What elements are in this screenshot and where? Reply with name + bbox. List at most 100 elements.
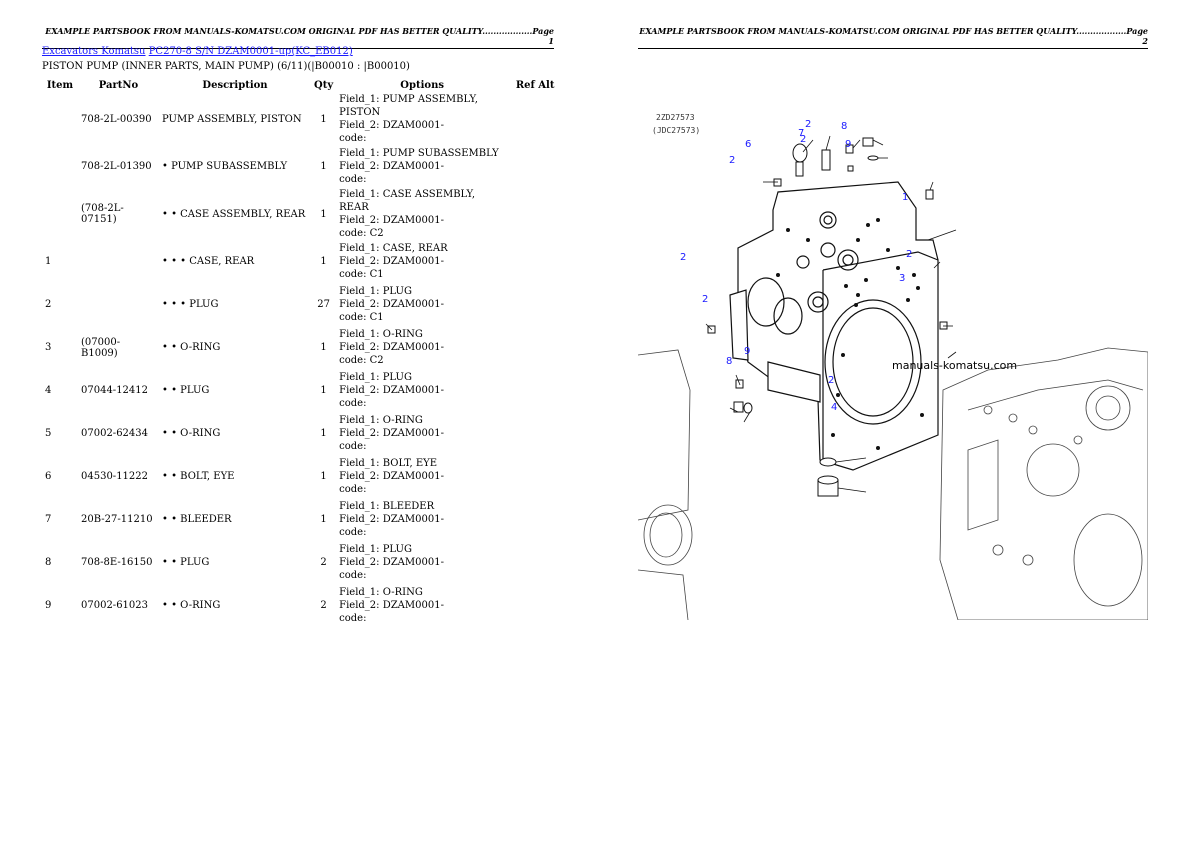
- item-cell: [42, 93, 78, 145]
- option-line: code: C2: [339, 355, 384, 366]
- qty-cell: 2: [320, 600, 327, 611]
- background-housing-right: [939, 347, 1148, 620]
- partno-cell: 708-2L-00390: [81, 113, 152, 125]
- callout-4: 4: [831, 402, 837, 413]
- col-header-qty: Qty: [314, 79, 334, 91]
- description-cell: • • O-RING: [162, 600, 221, 611]
- option-line: code:: [339, 570, 367, 581]
- option-line: Field_2: DZAM0001-: [339, 215, 444, 226]
- col-header-item: Item: [46, 79, 74, 91]
- option-line: Field_1: O-RING: [339, 329, 423, 340]
- qty-cell: 1: [320, 113, 327, 125]
- refalt-cell: [508, 584, 562, 627]
- callout-8: 8: [726, 356, 732, 367]
- description-cell: • • CASE ASSEMBLY, REAR: [162, 208, 306, 220]
- item-cell: 7: [45, 514, 52, 525]
- breadcrumb-link-excavators[interactable]: Excavators Komatsu: [42, 46, 146, 57]
- description-cell: PUMP ASSEMBLY, PISTON: [162, 113, 302, 125]
- refalt-cell: [508, 283, 562, 326]
- item-cell: 5: [45, 428, 52, 439]
- refalt-cell: [508, 240, 562, 283]
- col-header-options: Options: [400, 79, 444, 91]
- page-title: PISTON PUMP (INNER PARTS, MAIN PUMP) (6/…: [42, 61, 410, 72]
- partno-cell: 708-2L-01390: [81, 161, 152, 172]
- option-line: Field_2: DZAM0001-: [339, 385, 444, 396]
- partno-cell: [78, 283, 159, 326]
- callouts: 2 8 7 6 2 9 2 1 2 2 3 2 8 9 4 2: [680, 119, 912, 413]
- option-line: Field_2: DZAM0001-: [339, 120, 444, 131]
- refalt-cell: [508, 541, 562, 584]
- callout-1: 1: [902, 192, 908, 203]
- description-cell: • • • CASE, REAR: [162, 256, 255, 267]
- page-2-header: EXAMPLE PARTSBOOK FROM MANUALS-KOMATSU.C…: [638, 26, 1148, 49]
- partno-cell: 04530-11222: [81, 471, 149, 482]
- description-cell: • • BLEEDER: [162, 514, 232, 525]
- item-cell: 9: [45, 600, 52, 611]
- refalt-cell: [508, 188, 562, 240]
- options-cell: Field_1: O-RING Field_2: DZAM0001- code: C…: [336, 326, 508, 369]
- refalt-cell: [508, 369, 562, 412]
- partno-cell: [78, 240, 159, 283]
- refalt-cell: [508, 455, 562, 498]
- option-line: Field_2: DZAM0001-: [339, 342, 444, 353]
- item-cell: [42, 188, 78, 240]
- description-cell: • • O-RING: [162, 342, 221, 353]
- item-cell: 6: [45, 471, 52, 482]
- callout-3: 3: [899, 273, 905, 284]
- drawing-number: 2ZD27573: [656, 113, 695, 122]
- leader-lines: [705, 135, 957, 493]
- callout-9: 9: [744, 346, 750, 357]
- qty-cell: 1: [320, 208, 327, 220]
- description-cell: • • PLUG: [162, 385, 210, 396]
- background-housing-left: [638, 349, 693, 620]
- option-line: code: C1: [339, 269, 384, 280]
- col-header-refalt: Ref Alt: [515, 79, 555, 91]
- breadcrumb-link-model[interactable]: PC270-8 S/N DZAM0001-up(KC_EB012): [148, 46, 353, 57]
- qty-cell: 27: [317, 299, 330, 310]
- options-cell: Field_1: PUMP ASSEMBLY, PISTON Field_2: D…: [336, 93, 508, 145]
- refalt-cell: [508, 326, 562, 369]
- option-line: Field_2: DZAM0001-: [339, 299, 444, 310]
- option-line: Field_2: DZAM0001-: [339, 514, 444, 525]
- callout-6: 6: [745, 139, 751, 150]
- partno-cell: 07002-62434: [81, 428, 149, 439]
- qty-cell: 1: [320, 428, 327, 439]
- option-line: Field_1: BOLT, EYE: [339, 458, 438, 469]
- item-cell: 4: [45, 385, 52, 396]
- option-line: Field_1: PUMP ASSEMBLY, PISTON: [339, 94, 478, 118]
- description-cell: • • BOLT, EYE: [162, 471, 235, 482]
- refalt-cell: [508, 93, 562, 145]
- option-line: Field_2: DZAM0001-: [339, 256, 444, 267]
- item-cell: 8: [45, 557, 52, 568]
- partno-cell: (708-2L-07151): [81, 203, 124, 225]
- option-line: Field_2: DZAM0001-: [339, 557, 444, 568]
- description-cell: • • PLUG: [162, 557, 210, 568]
- option-line: Field_1: PLUG: [339, 544, 412, 555]
- rear-case: [729, 181, 939, 471]
- table-header-row: Item PartNo Description Qty Options Ref …: [42, 77, 562, 93]
- description-cell: • PUMP SUBASSEMBLY: [162, 161, 288, 172]
- callout-2: 2: [800, 134, 806, 145]
- col-header-partno: PartNo: [98, 79, 139, 91]
- option-line: code:: [339, 484, 367, 495]
- drawing-number-alt: (JDC27573): [652, 126, 700, 135]
- option-line: Field_1: PUMP SUBASSEMBLY: [339, 148, 499, 159]
- col-header-description: Description: [202, 79, 268, 91]
- option-line: Field_2: DZAM0001-: [339, 600, 444, 611]
- option-line: Field_2: DZAM0001-: [339, 428, 444, 439]
- option-line: Field_1: PLUG: [339, 286, 412, 297]
- partno-cell: 20B-27-11210: [81, 514, 153, 525]
- option-line: Field_2: DZAM0001-: [339, 161, 444, 172]
